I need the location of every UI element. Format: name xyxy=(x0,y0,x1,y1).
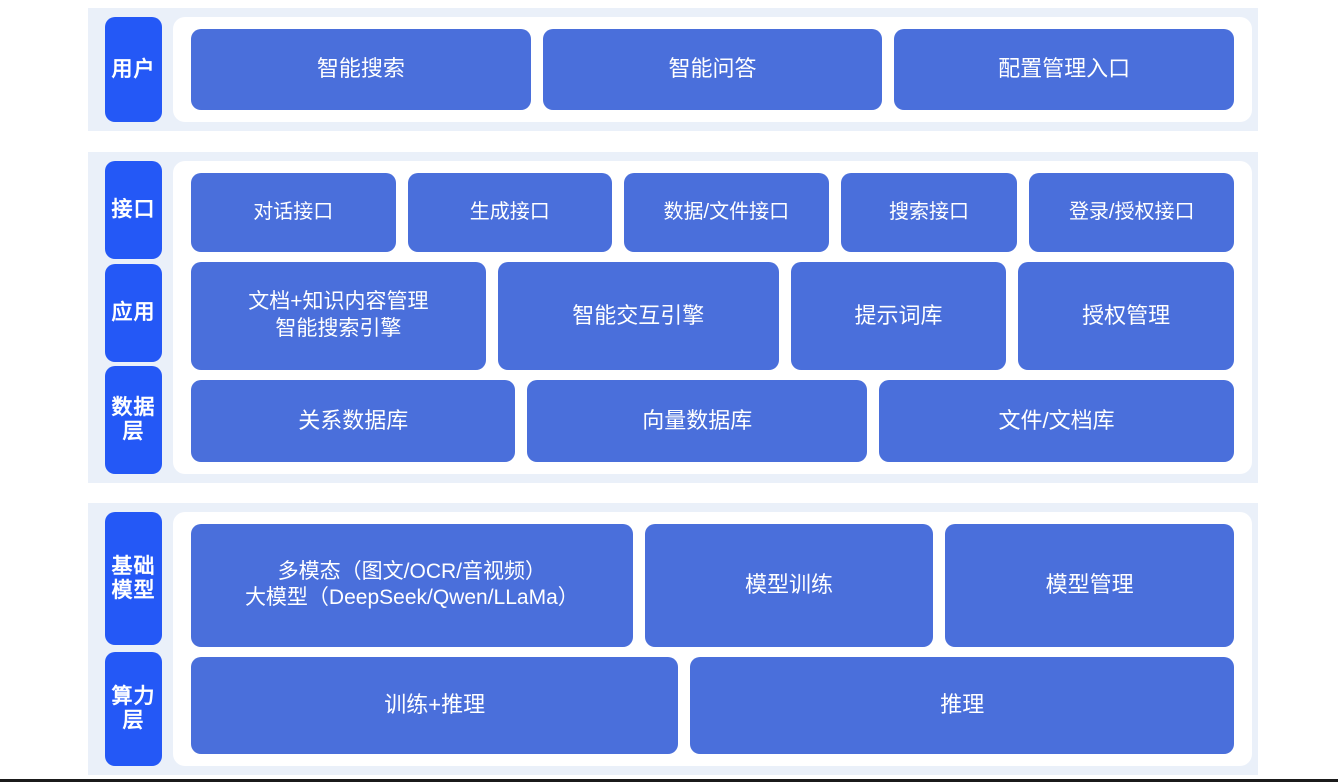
box-infer[interactable]: 推理 xyxy=(690,656,1234,754)
tag-column-user: 用户 xyxy=(88,8,162,131)
tag-foundation-model-label: 基础模型 xyxy=(111,554,156,602)
row-data-layer: 关系数据库 向量数据库 文件/文档库 xyxy=(191,380,1234,462)
tag-user[interactable]: 用户 xyxy=(105,17,162,122)
tag-compute-layer[interactable]: 算力层 xyxy=(105,652,162,766)
band-infrastructure: 基础模型 算力层 多模态（图文/OCR/音视频） 大模型（DeepSeek/Qw… xyxy=(88,503,1258,775)
panel-user: 智能搜索 智能问答 配置管理入口 xyxy=(173,17,1252,122)
bottom-rule xyxy=(0,779,1338,782)
box-model-training[interactable]: 模型训练 xyxy=(644,524,934,647)
tag-compute-layer-label: 算力层 xyxy=(111,685,156,732)
box-login-auth-api[interactable]: 登录/授权接口 xyxy=(1029,173,1234,253)
box-smart-qa[interactable]: 智能问答 xyxy=(542,29,883,110)
box-file-doc-store[interactable]: 文件/文档库 xyxy=(879,380,1234,462)
panel-infrastructure: 多模态（图文/OCR/音视频） 大模型（DeepSeek/Qwen/LLaMa）… xyxy=(173,512,1252,766)
box-data-file-api[interactable]: 数据/文件接口 xyxy=(624,173,829,253)
panel-platform: 对话接口 生成接口 数据/文件接口 搜索接口 登录/授权接口 文档+知识内容管理… xyxy=(173,161,1252,474)
row-compute: 训练+推理 推理 xyxy=(191,656,1234,754)
box-smart-search[interactable]: 智能搜索 xyxy=(191,29,531,110)
box-doc-knowledge-mgmt[interactable]: 文档+知识内容管理 智能搜索引擎 xyxy=(191,262,486,370)
tag-foundation-model[interactable]: 基础模型 xyxy=(105,512,162,645)
tag-column-platform: 接口 应用 数据层 xyxy=(88,152,162,483)
box-auth-management[interactable]: 授权管理 xyxy=(1018,262,1234,370)
box-multimodal-llm[interactable]: 多模态（图文/OCR/音视频） 大模型（DeepSeek/Qwen/LLaMa） xyxy=(191,524,633,647)
box-generate-api[interactable]: 生成接口 xyxy=(407,173,613,253)
tag-application-label: 应用 xyxy=(111,300,156,324)
row-model: 多模态（图文/OCR/音视频） 大模型（DeepSeek/Qwen/LLaMa）… xyxy=(191,524,1234,647)
row-application: 文档+知识内容管理 智能搜索引擎 智能交互引擎 提示词库 授权管理 xyxy=(191,262,1234,370)
box-model-management[interactable]: 模型管理 xyxy=(945,524,1234,647)
box-dialog-api[interactable]: 对话接口 xyxy=(191,173,396,253)
tag-user-label: 用户 xyxy=(111,57,156,81)
tag-data-layer[interactable]: 数据层 xyxy=(105,366,162,474)
tag-application[interactable]: 应用 xyxy=(105,263,162,362)
box-prompt-library[interactable]: 提示词库 xyxy=(790,262,1007,370)
tag-data-layer-label: 数据层 xyxy=(111,396,156,443)
box-train-infer[interactable]: 训练+推理 xyxy=(191,656,679,754)
box-relational-db[interactable]: 关系数据库 xyxy=(191,380,516,462)
tag-interface-label: 接口 xyxy=(111,198,156,222)
tag-interface[interactable]: 接口 xyxy=(105,161,162,259)
box-vector-db[interactable]: 向量数据库 xyxy=(527,380,868,462)
tag-column-infrastructure: 基础模型 算力层 xyxy=(88,503,162,775)
box-config-entry[interactable]: 配置管理入口 xyxy=(894,29,1235,110)
box-interaction-engine[interactable]: 智能交互引擎 xyxy=(497,262,779,370)
band-platform: 接口 应用 数据层 对话接口 生成接口 数据/文件接口 搜索接口 登录/授权接口… xyxy=(88,152,1258,483)
box-search-api[interactable]: 搜索接口 xyxy=(840,173,1018,253)
row-interface: 对话接口 生成接口 数据/文件接口 搜索接口 登录/授权接口 xyxy=(191,173,1234,253)
band-user: 用户 智能搜索 智能问答 配置管理入口 xyxy=(88,8,1258,131)
row-user: 智能搜索 智能问答 配置管理入口 xyxy=(191,29,1235,110)
